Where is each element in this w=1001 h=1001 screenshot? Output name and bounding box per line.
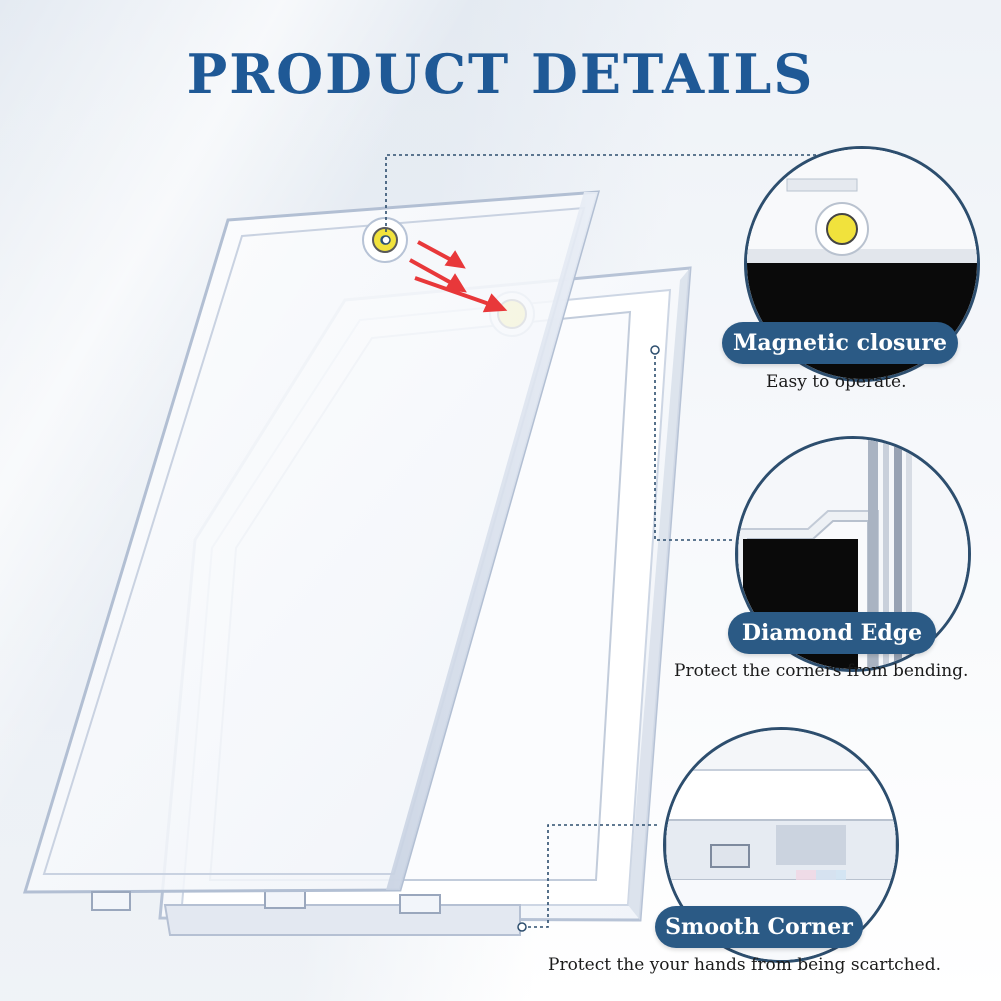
anchor-dot xyxy=(517,922,527,932)
diamond-edge-label: Diamond Edge xyxy=(728,612,936,654)
diamond-edge-description: Protect the corners from bending. xyxy=(674,661,969,681)
leader-lines xyxy=(385,154,860,928)
page-title: PRODUCT DETAILS xyxy=(186,42,815,106)
smooth-corner-description: Protect the your hands from being scartc… xyxy=(548,955,942,975)
anchor-dot xyxy=(650,345,660,355)
case-front xyxy=(22,190,601,911)
smooth-corner-label: Smooth Corner xyxy=(655,906,863,948)
anchor-dot xyxy=(381,235,391,245)
arrow-icon xyxy=(409,240,508,313)
magnetic-closure-label: Magnetic closure xyxy=(722,322,958,364)
magnetic-closure-description: Easy to operate. xyxy=(766,372,907,392)
